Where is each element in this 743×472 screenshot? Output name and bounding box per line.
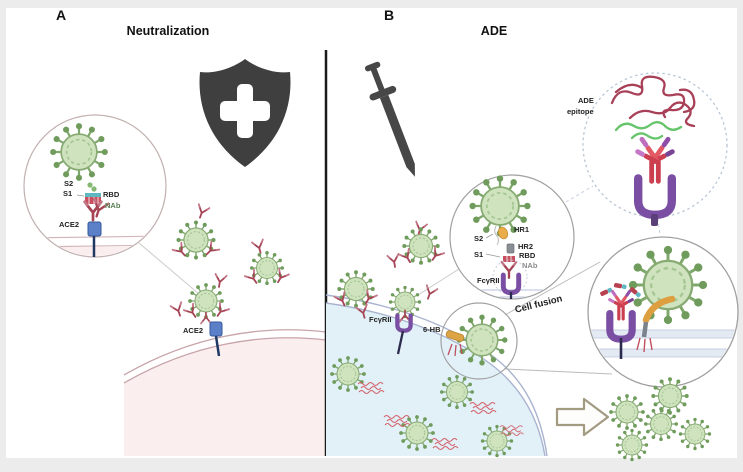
s2-stalk: [494, 225, 499, 246]
panel-a-label: A: [56, 7, 67, 23]
spike-structure-callout: [449, 174, 575, 300]
ade-epitope-callout: [582, 72, 728, 226]
label-ace2-callout: ACE2: [59, 220, 80, 229]
six-helix-bundle: [445, 330, 465, 342]
ace2-receptor-membrane: [209, 321, 223, 337]
fusion-zoom-callout: [587, 236, 739, 388]
virus-bound-fcgrii-membrane: [388, 285, 422, 355]
label-rbd-b: RBD: [519, 251, 536, 260]
callout-a-leader-line: [138, 242, 200, 295]
target-cell-a: [123, 329, 327, 456]
zoom-leader-top: [504, 261, 601, 316]
s1-fragments: [600, 283, 641, 298]
fusion-machinery: [636, 295, 676, 353]
label-ade-epitope-2: epitope: [567, 107, 594, 116]
spike-protein-detail-a: [85, 182, 101, 204]
label-ade-epitope-1: ADE: [578, 96, 594, 105]
virus-blocked-at-ace2: [182, 282, 231, 357]
dashed-connector: [565, 185, 594, 203]
sword-icon: [364, 61, 415, 177]
label-s2-a: S2: [64, 179, 74, 188]
label-fcgrii-membrane: FcγRII: [369, 315, 392, 324]
shield-cross-icon: [199, 59, 291, 167]
label-hr1: HR1: [514, 225, 530, 234]
panel-b-title: ADE: [480, 24, 508, 38]
rbd-domain: [503, 256, 515, 262]
label-nab-b: NAb: [522, 261, 538, 270]
label-hr2: HR2: [518, 242, 534, 251]
fusion-peptides: [447, 343, 463, 357]
zoom-leader-bottom: [504, 368, 613, 375]
spike-tangle: [610, 75, 696, 128]
hr1-domain: [497, 226, 509, 240]
label-s2-b: S2: [474, 234, 484, 243]
membrane-bands: [589, 329, 737, 358]
hr2-domain: [506, 243, 515, 254]
label-6hb: 6-HB: [423, 325, 441, 334]
ade-viruses-b: [333, 220, 446, 321]
cell-fusion-site-callout: [440, 302, 518, 380]
dashed-connector: [657, 217, 661, 237]
panel-b-label: B: [384, 7, 395, 23]
released-viruses: [608, 376, 712, 462]
release-arrow-icon: [555, 397, 610, 437]
magnified-region-outline: [492, 259, 528, 295]
label-s1-b: S1: [474, 250, 484, 259]
label-s1-a: S1: [63, 189, 73, 198]
label-fcgrii-callout: FcγRII: [477, 276, 500, 285]
ace2-receptor-callout: [87, 221, 102, 257]
panel-a-title: Neutralization: [126, 24, 210, 38]
neutralization-callout: [23, 114, 167, 258]
label-ace2-membrane: ACE2: [183, 326, 204, 335]
ade-epitope-region: [614, 121, 683, 140]
label-leader: [76, 194, 85, 197]
label-rbd-a: RBD: [103, 190, 120, 199]
label-nab-a: NAb: [105, 201, 121, 210]
mid-callout-leader: [417, 268, 460, 296]
fcgrii-receptor-large: [634, 174, 676, 226]
